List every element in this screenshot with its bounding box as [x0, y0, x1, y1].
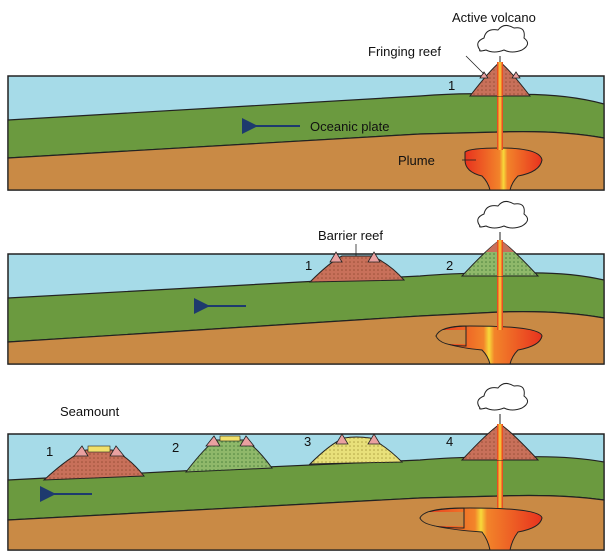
label-number-3: 3	[304, 434, 311, 449]
label-number-2: 2	[446, 258, 453, 273]
panel-3: Seamount 1 2 3 4	[7, 382, 605, 551]
label-seamount: Seamount	[60, 404, 120, 419]
label-number-1: 1	[448, 78, 455, 93]
label-number-1: 1	[305, 258, 312, 273]
label-plume: Plume	[398, 153, 435, 168]
smoke-cloud-icon	[477, 382, 528, 411]
magma-conduit	[497, 426, 503, 508]
smoke-cloud-icon	[477, 24, 528, 53]
smoke-cloud-icon	[477, 200, 528, 229]
label-number-1: 1	[46, 444, 53, 459]
magma-conduit	[497, 68, 503, 150]
label-oceanic-plate: Oceanic plate	[310, 119, 390, 134]
panel-2: Barrier reef 1 2	[7, 200, 605, 365]
label-number-4: 4	[446, 434, 453, 449]
magma-conduit	[497, 246, 503, 330]
label-number-2: 2	[172, 440, 179, 455]
panel-1: Active volcano Fringing reef Oceanic pla…	[7, 10, 605, 191]
label-fringing-reef: Fringing reef	[368, 44, 441, 59]
label-barrier-reef: Barrier reef	[318, 228, 383, 243]
fringing-reef	[479, 71, 521, 79]
label-active-volcano: Active volcano	[452, 10, 536, 25]
